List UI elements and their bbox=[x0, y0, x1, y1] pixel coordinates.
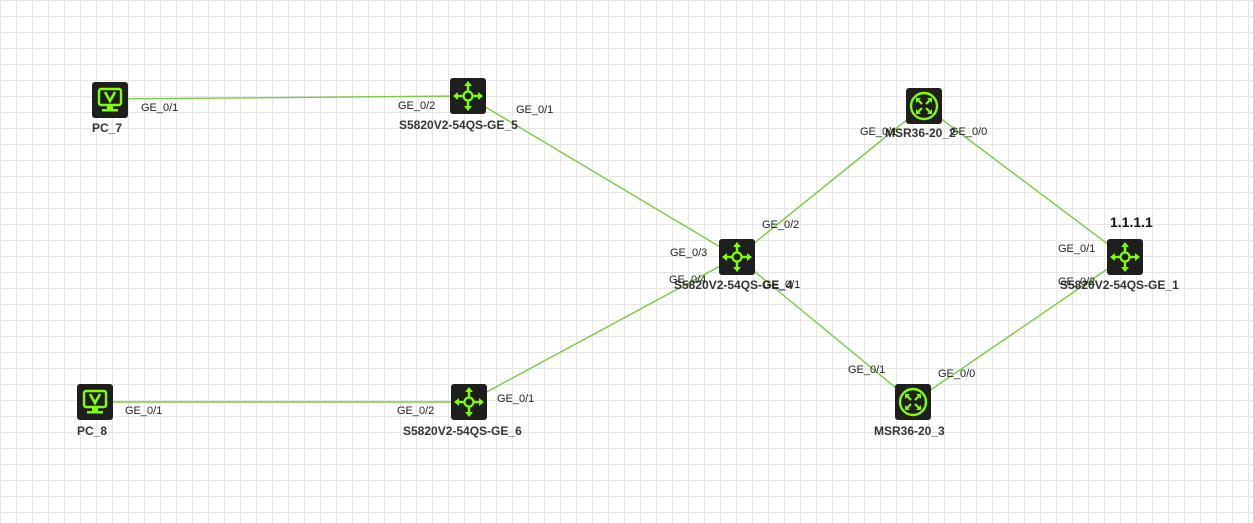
switch-icon bbox=[451, 384, 487, 420]
port-label-pc8-ge01: GE_0/1 bbox=[125, 405, 163, 417]
port-label-sw6-ge01: GE_0/1 bbox=[497, 393, 535, 405]
port-label-sw4-ge04: GE_0/4 bbox=[669, 274, 707, 286]
link-r3-sw1[interactable] bbox=[912, 256, 1126, 403]
device-pc7[interactable] bbox=[92, 82, 128, 118]
port-label-sw4-ge01: GE_0/1 bbox=[763, 279, 801, 291]
link-sw4-r3[interactable] bbox=[736, 256, 914, 403]
pc-monitor-icon bbox=[92, 82, 128, 118]
link-pc7-sw5[interactable] bbox=[109, 95, 468, 100]
port-label-r3-ge00: GE_0/0 bbox=[938, 368, 976, 380]
device-label-pc7: PC_7 bbox=[92, 121, 123, 135]
device-r2[interactable] bbox=[906, 88, 942, 124]
port-label-r2-ge01: GE_0/1 bbox=[860, 126, 898, 138]
device-sw5[interactable] bbox=[450, 78, 486, 114]
device-sw6[interactable] bbox=[451, 384, 487, 420]
port-label-sw4-ge02: GE_0/2 bbox=[762, 219, 800, 231]
link-sw6-sw4[interactable] bbox=[467, 256, 738, 403]
device-r3[interactable] bbox=[895, 384, 931, 420]
device-label-sw4: S5820V2-54QS-GE_4 bbox=[674, 278, 793, 292]
device-label-r3: MSR36-20_3 bbox=[874, 424, 945, 438]
device-label-pc8: PC_8 bbox=[77, 424, 108, 438]
port-label-sw4-ge03: GE_0/3 bbox=[670, 247, 708, 259]
link-sw4-r2[interactable] bbox=[736, 105, 925, 258]
port-label-sw6-ge02: GE_0/2 bbox=[397, 405, 435, 417]
router-icon bbox=[895, 384, 931, 420]
device-label-sw6: S5820V2-54QS-GE_6 bbox=[403, 424, 522, 438]
device-sw1[interactable] bbox=[1107, 239, 1143, 275]
port-label-pc7-ge01: GE_0/1 bbox=[141, 102, 179, 114]
device-label-r2: MSR36-20_2 bbox=[885, 126, 956, 140]
port-label-sw5-ge01: GE_0/1 bbox=[516, 104, 554, 116]
router-icon bbox=[906, 88, 942, 124]
port-label-sw1-ge02: GE_0/2 bbox=[1058, 276, 1096, 288]
switch-icon bbox=[1107, 239, 1143, 275]
link-r2-sw1[interactable] bbox=[923, 105, 1126, 258]
device-sw4[interactable] bbox=[719, 239, 755, 275]
port-label-sw1-ge01: GE_0/1 bbox=[1058, 243, 1096, 255]
link-sw5-sw4[interactable] bbox=[466, 95, 738, 258]
switch-icon bbox=[719, 239, 755, 275]
device-label-sw5: S5820V2-54QS-GE_5 bbox=[399, 118, 518, 132]
device-pc8[interactable] bbox=[77, 384, 113, 420]
port-label-r3-ge01: GE_0/1 bbox=[848, 364, 886, 376]
switch-icon bbox=[450, 78, 486, 114]
pc-monitor-icon bbox=[77, 384, 113, 420]
port-label-sw5-ge02: GE_0/2 bbox=[398, 100, 436, 112]
device-label-sw1: S5820V2-54QS-GE_1 bbox=[1060, 278, 1179, 292]
port-label-r2-ge00: GE_0/0 bbox=[950, 126, 988, 138]
sw1-address-note: 1.1.1.1 bbox=[1110, 214, 1153, 230]
